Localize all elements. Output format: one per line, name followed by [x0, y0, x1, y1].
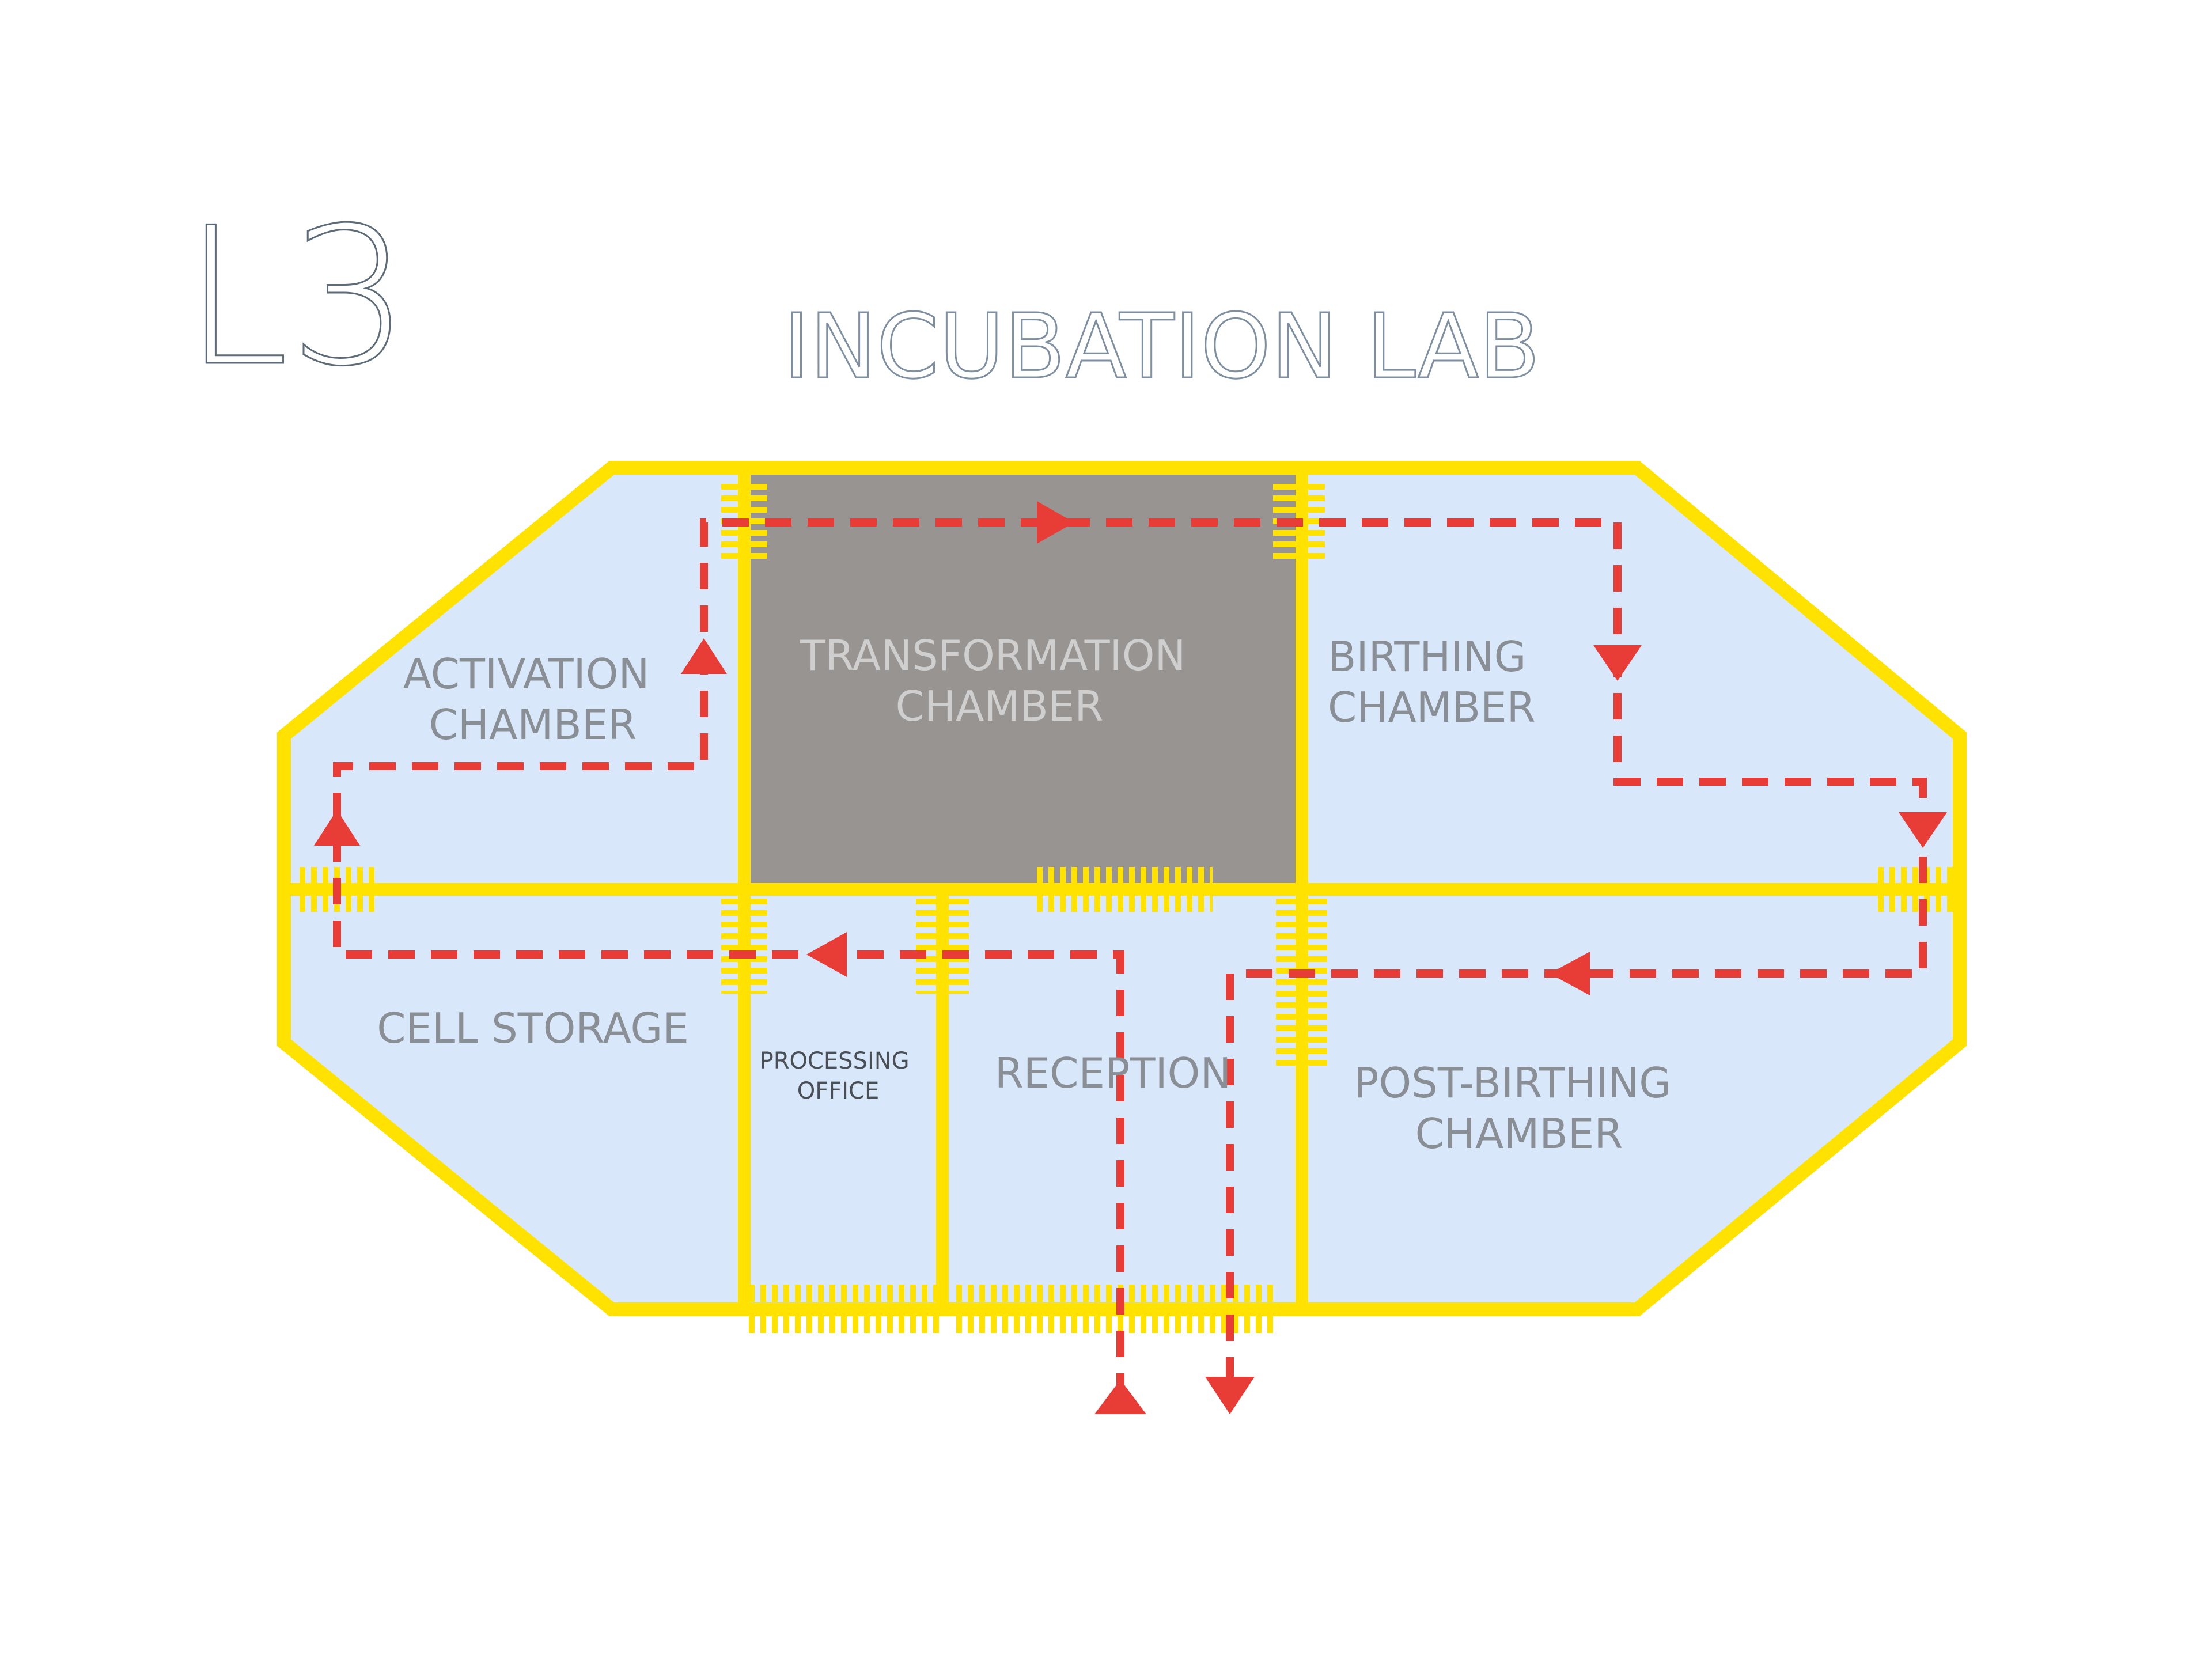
transformation-chamber [744, 475, 1302, 889]
room-label-line: CHAMBER [429, 700, 637, 749]
room-label-birthing: BIRTHING CHAMBER [1328, 632, 1539, 732]
arrow-left-icon [1550, 952, 1590, 995]
interior-walls [291, 468, 1954, 1309]
arrow-down-icon [1205, 1377, 1255, 1414]
room-label-line: PROCESSING [760, 1048, 910, 1074]
arrow-up-icon [1094, 1380, 1146, 1414]
arrow-up-icon [681, 638, 727, 674]
room-label-line: TRANSFORMATION [800, 631, 1186, 680]
room-label-line: CHAMBER [1328, 683, 1536, 732]
room-label-reception: RECEPTION [995, 1049, 1231, 1097]
room-label-transformation: TRANSFORMATION CHAMBER [800, 631, 1199, 730]
room-label-line: BIRTHING [1328, 632, 1526, 681]
circulation-path [333, 518, 1927, 1400]
arrow-down-icon [1899, 812, 1947, 848]
room-label-line: CHAMBER [1415, 1109, 1623, 1158]
room-label-activation: ACTIVATION CHAMBER [403, 650, 662, 749]
arrow-left-icon [806, 932, 847, 977]
direction-arrows [314, 501, 1947, 1414]
room-label-line: OFFICE [797, 1078, 880, 1104]
room-label-line: CHAMBER [896, 682, 1104, 730]
level-label: L3 [183, 187, 410, 408]
room-label-processing: PROCESSING OFFICE [760, 1048, 917, 1104]
room-label-post-birthing: POST-BIRTHING CHAMBER [1354, 1059, 1684, 1158]
arrow-down-icon [1593, 645, 1642, 681]
arrow-right-icon [1037, 501, 1074, 544]
room-label-line: POST-BIRTHING [1354, 1059, 1671, 1107]
plan-title: INCUBATION LAB [783, 294, 1540, 399]
room-label-line: ACTIVATION [403, 650, 650, 698]
room-label-cell-storage: CELL STORAGE [377, 1004, 689, 1052]
arrow-up-icon [314, 810, 360, 846]
